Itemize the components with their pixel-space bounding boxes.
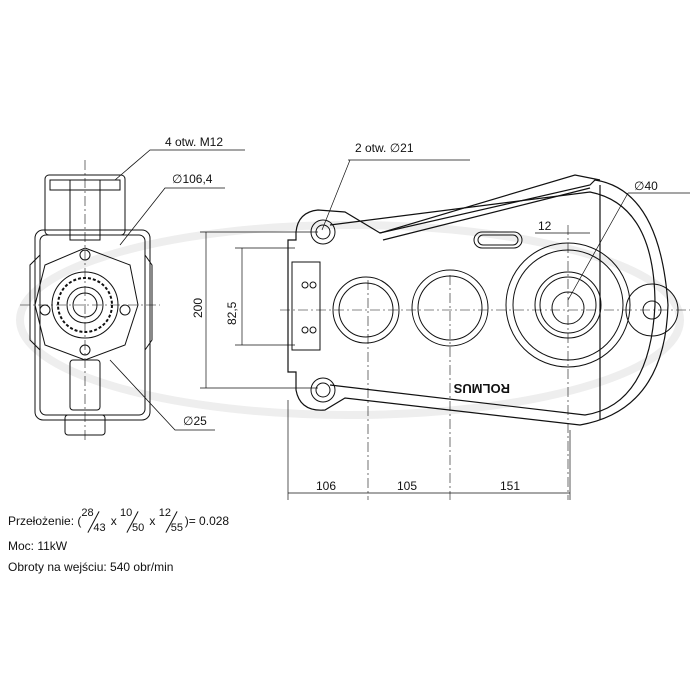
f1-denominator: 43: [93, 522, 106, 534]
f2-numerator: 10: [120, 507, 133, 519]
key-width-label: 12: [538, 219, 552, 233]
times-2: x: [146, 514, 159, 528]
flange-diameter-label: ∅106,4: [172, 172, 213, 186]
f1-numerator: 28: [81, 507, 94, 519]
brand-cast-text: ROLMUS: [453, 381, 510, 396]
watermark: [16, 221, 684, 419]
flange-dimension-label: 82,5: [225, 301, 239, 325]
output-diameter-label: ∅40: [634, 179, 658, 193]
idler-boss: [625, 283, 679, 337]
front-view: [200, 159, 690, 500]
housing-outline: [287, 174, 669, 426]
shaft-diameter-label: ∅25: [183, 414, 207, 428]
input-speed: Obroty na wejściu: 540 obr/min: [8, 560, 174, 574]
side-view: [20, 149, 245, 440]
holes-label: 4 otw. M12: [165, 135, 223, 149]
f3-denominator: 55: [170, 522, 183, 534]
dimension-lines: [200, 159, 690, 500]
height-dimension-label: 200: [191, 298, 205, 318]
distance-3-label: 151: [500, 479, 520, 493]
power: Moc: 11kW: [8, 539, 68, 553]
oil-slot: [473, 231, 523, 249]
f3-numerator: 12: [158, 507, 171, 519]
mount-holes-label: 2 otw. ∅21: [355, 141, 414, 155]
ratio-result: )= 0.028: [184, 514, 230, 528]
distance-2-label: 105: [397, 479, 417, 493]
mount-hole-bottom: [310, 377, 336, 403]
times-1: x: [107, 514, 121, 528]
input-bearing: [291, 261, 321, 351]
distance-1-label: 106: [316, 479, 336, 493]
f2-denominator: 50: [132, 522, 145, 534]
ratio-label: Przełożenie: (: [8, 514, 82, 528]
